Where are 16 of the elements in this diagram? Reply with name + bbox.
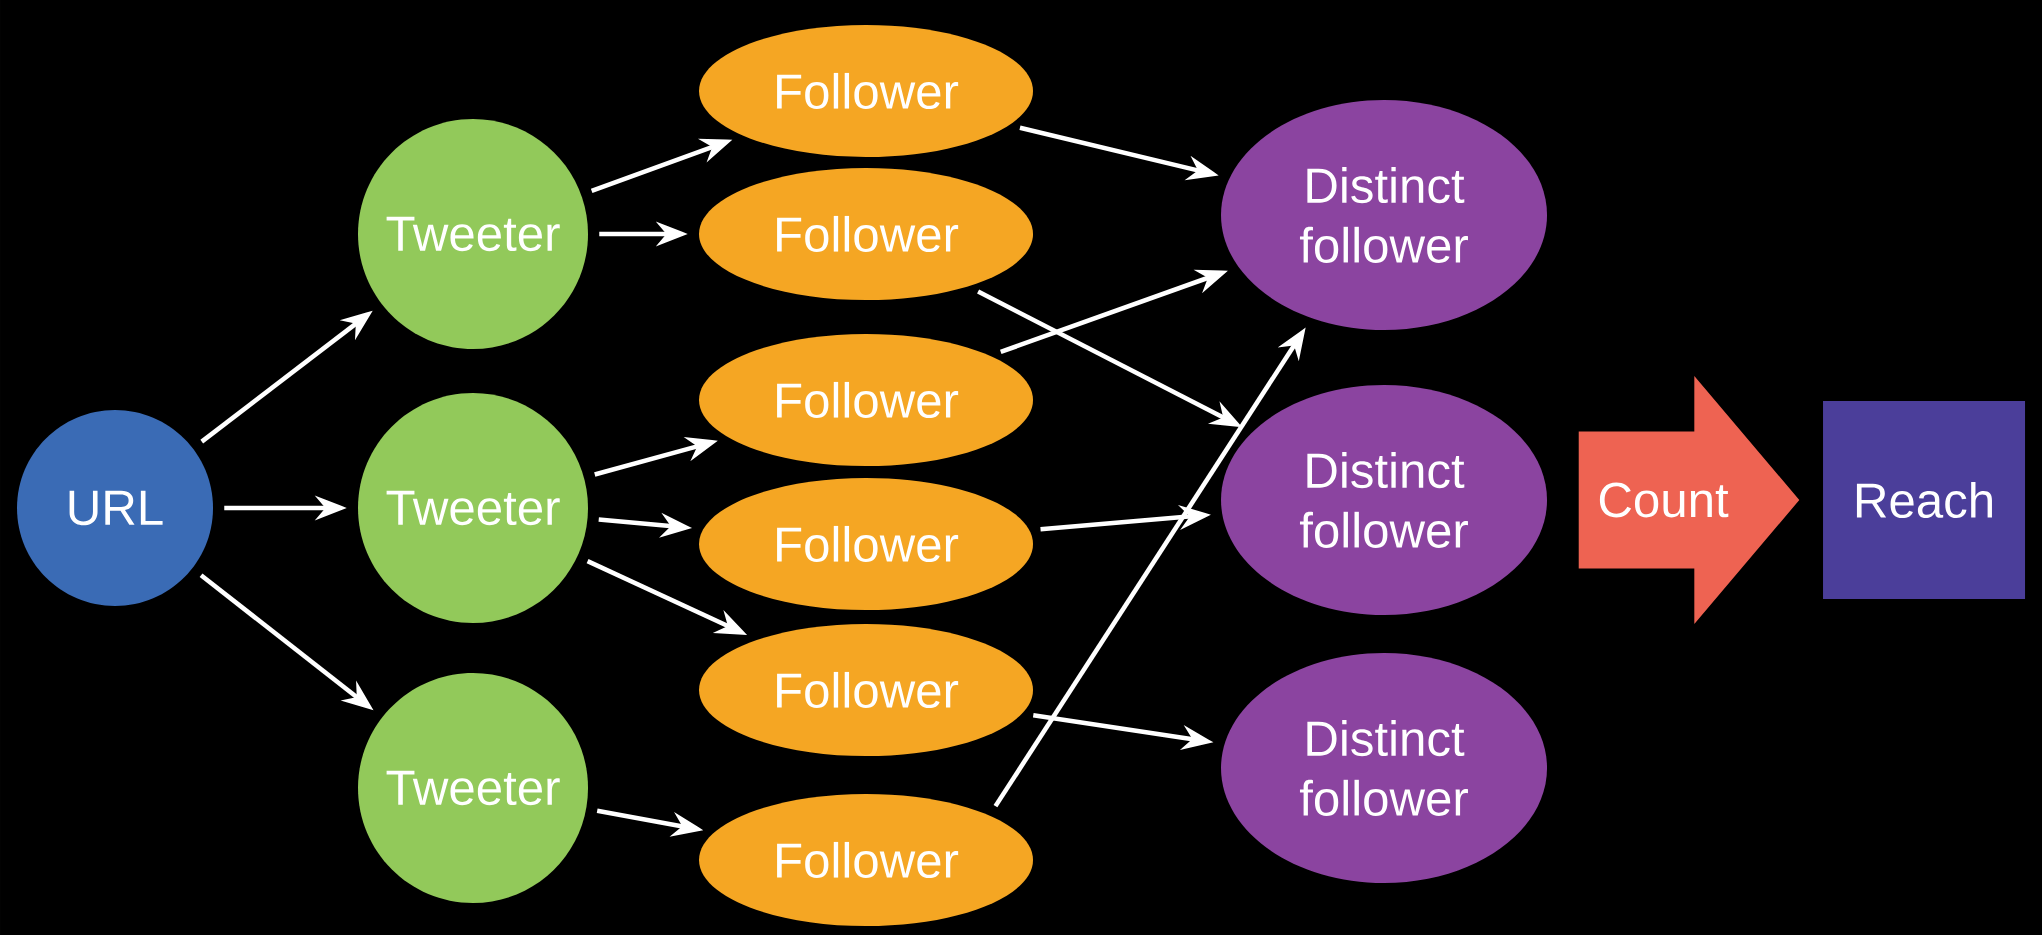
circle-node: Tweeter	[358, 119, 588, 349]
square-node: Reach	[1823, 401, 2026, 599]
ellipse-node: Follower	[699, 334, 1034, 466]
circle-node: URL	[17, 410, 213, 606]
ellipse-node: Follower	[699, 794, 1034, 926]
block-arrow	[1578, 376, 1800, 624]
circle-node: Tweeter	[358, 393, 588, 623]
circle-node: Tweeter	[358, 673, 588, 903]
ellipse-node: Follower	[699, 25, 1034, 157]
ellipse-node: Distinct follower	[1221, 385, 1547, 615]
ellipse-node: Distinct follower	[1221, 653, 1547, 883]
ellipse-node: Distinct follower	[1221, 100, 1547, 330]
edge-label: Count	[1599, 482, 1729, 518]
ellipse-node: Follower	[699, 168, 1034, 300]
ellipse-node: Follower	[699, 624, 1034, 756]
ellipse-node: Follower	[699, 478, 1034, 610]
